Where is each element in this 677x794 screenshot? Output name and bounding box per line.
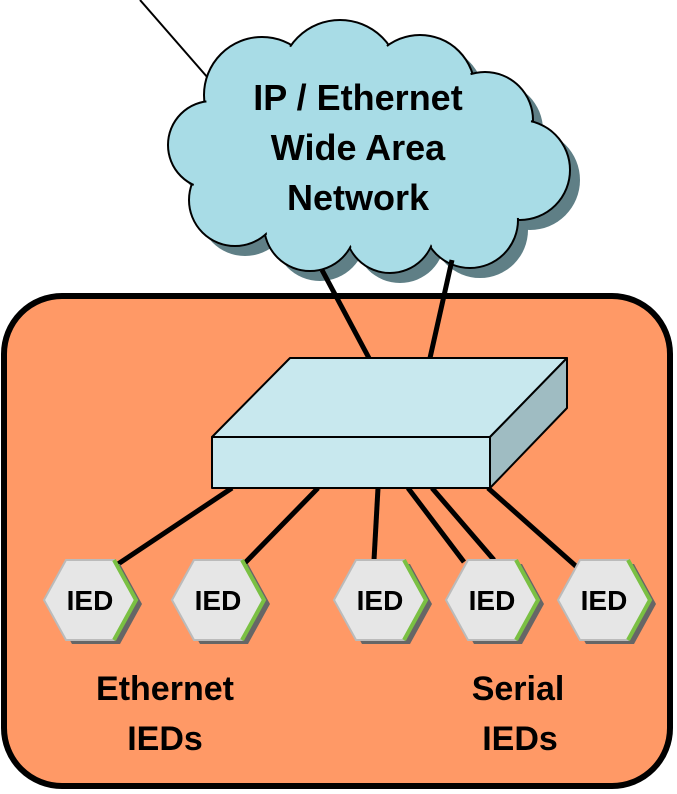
cloud-label-line3: Network	[287, 177, 430, 218]
wan-uplink-1	[319, 268, 373, 362]
ied-5-label: IED	[581, 585, 628, 616]
ied-3	[332, 559, 432, 644]
ied-3-label: IED	[357, 585, 404, 616]
serial-ieds-label-line1: Serial	[472, 670, 565, 708]
link-ied-2	[238, 486, 320, 570]
link-ied-5	[486, 486, 580, 570]
upstream-link	[139, 0, 209, 79]
link-ied-4a	[406, 486, 466, 564]
ied-2-label: IED	[195, 585, 242, 616]
ied-1-label: IED	[67, 585, 114, 616]
link-ied-3	[371, 487, 381, 561]
wan-cloud	[167, 19, 580, 283]
link-ied-1	[110, 485, 234, 571]
wan-uplink-2	[427, 259, 455, 359]
ethernet-ieds-label-line2: IEDs	[127, 720, 203, 758]
serial-ieds-label-line2: IEDs	[482, 720, 558, 758]
ethernet-switch	[211, 357, 568, 489]
ethernet-ieds-label-line1: Ethernet	[96, 670, 234, 708]
ied-1	[42, 559, 142, 644]
ied-4	[444, 559, 544, 644]
link-ied-4b	[430, 486, 496, 562]
ied-5	[556, 559, 656, 644]
ied-4-label: IED	[469, 585, 516, 616]
cloud-label-line2: Wide Area	[271, 127, 446, 168]
ied-2	[170, 559, 270, 644]
cloud-label-line1: IP / Ethernet	[253, 77, 462, 118]
